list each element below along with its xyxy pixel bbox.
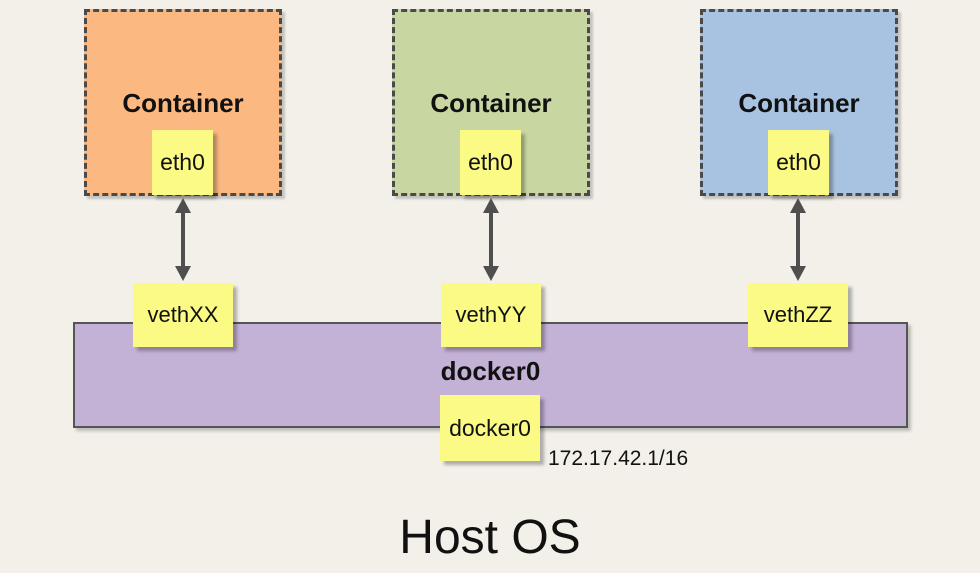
container-label-2: Container: [430, 88, 552, 118]
bridge-ip-label: 172.17.42.1/16: [548, 447, 689, 470]
container-label-3: Container: [738, 88, 860, 118]
host-os-label: Host OS: [399, 511, 581, 564]
eth0-interface-2: eth0: [460, 130, 521, 195]
container-label-1: Container: [122, 88, 244, 118]
veth-pair-arrow-1: [175, 198, 191, 281]
docker0-bridge-label: docker0: [440, 356, 541, 386]
eth0-interface-1: eth0: [152, 130, 213, 195]
vethxx-interface: vethXX: [133, 283, 233, 347]
veth-pair-arrow-3: [790, 198, 806, 281]
docker0-interface: docker0: [440, 395, 540, 461]
vethyy-interface: vethYY: [441, 283, 541, 347]
eth0-interface-3: eth0: [768, 130, 829, 195]
vethzz-interface: vethZZ: [748, 283, 848, 347]
veth-pair-arrow-2: [483, 198, 499, 281]
